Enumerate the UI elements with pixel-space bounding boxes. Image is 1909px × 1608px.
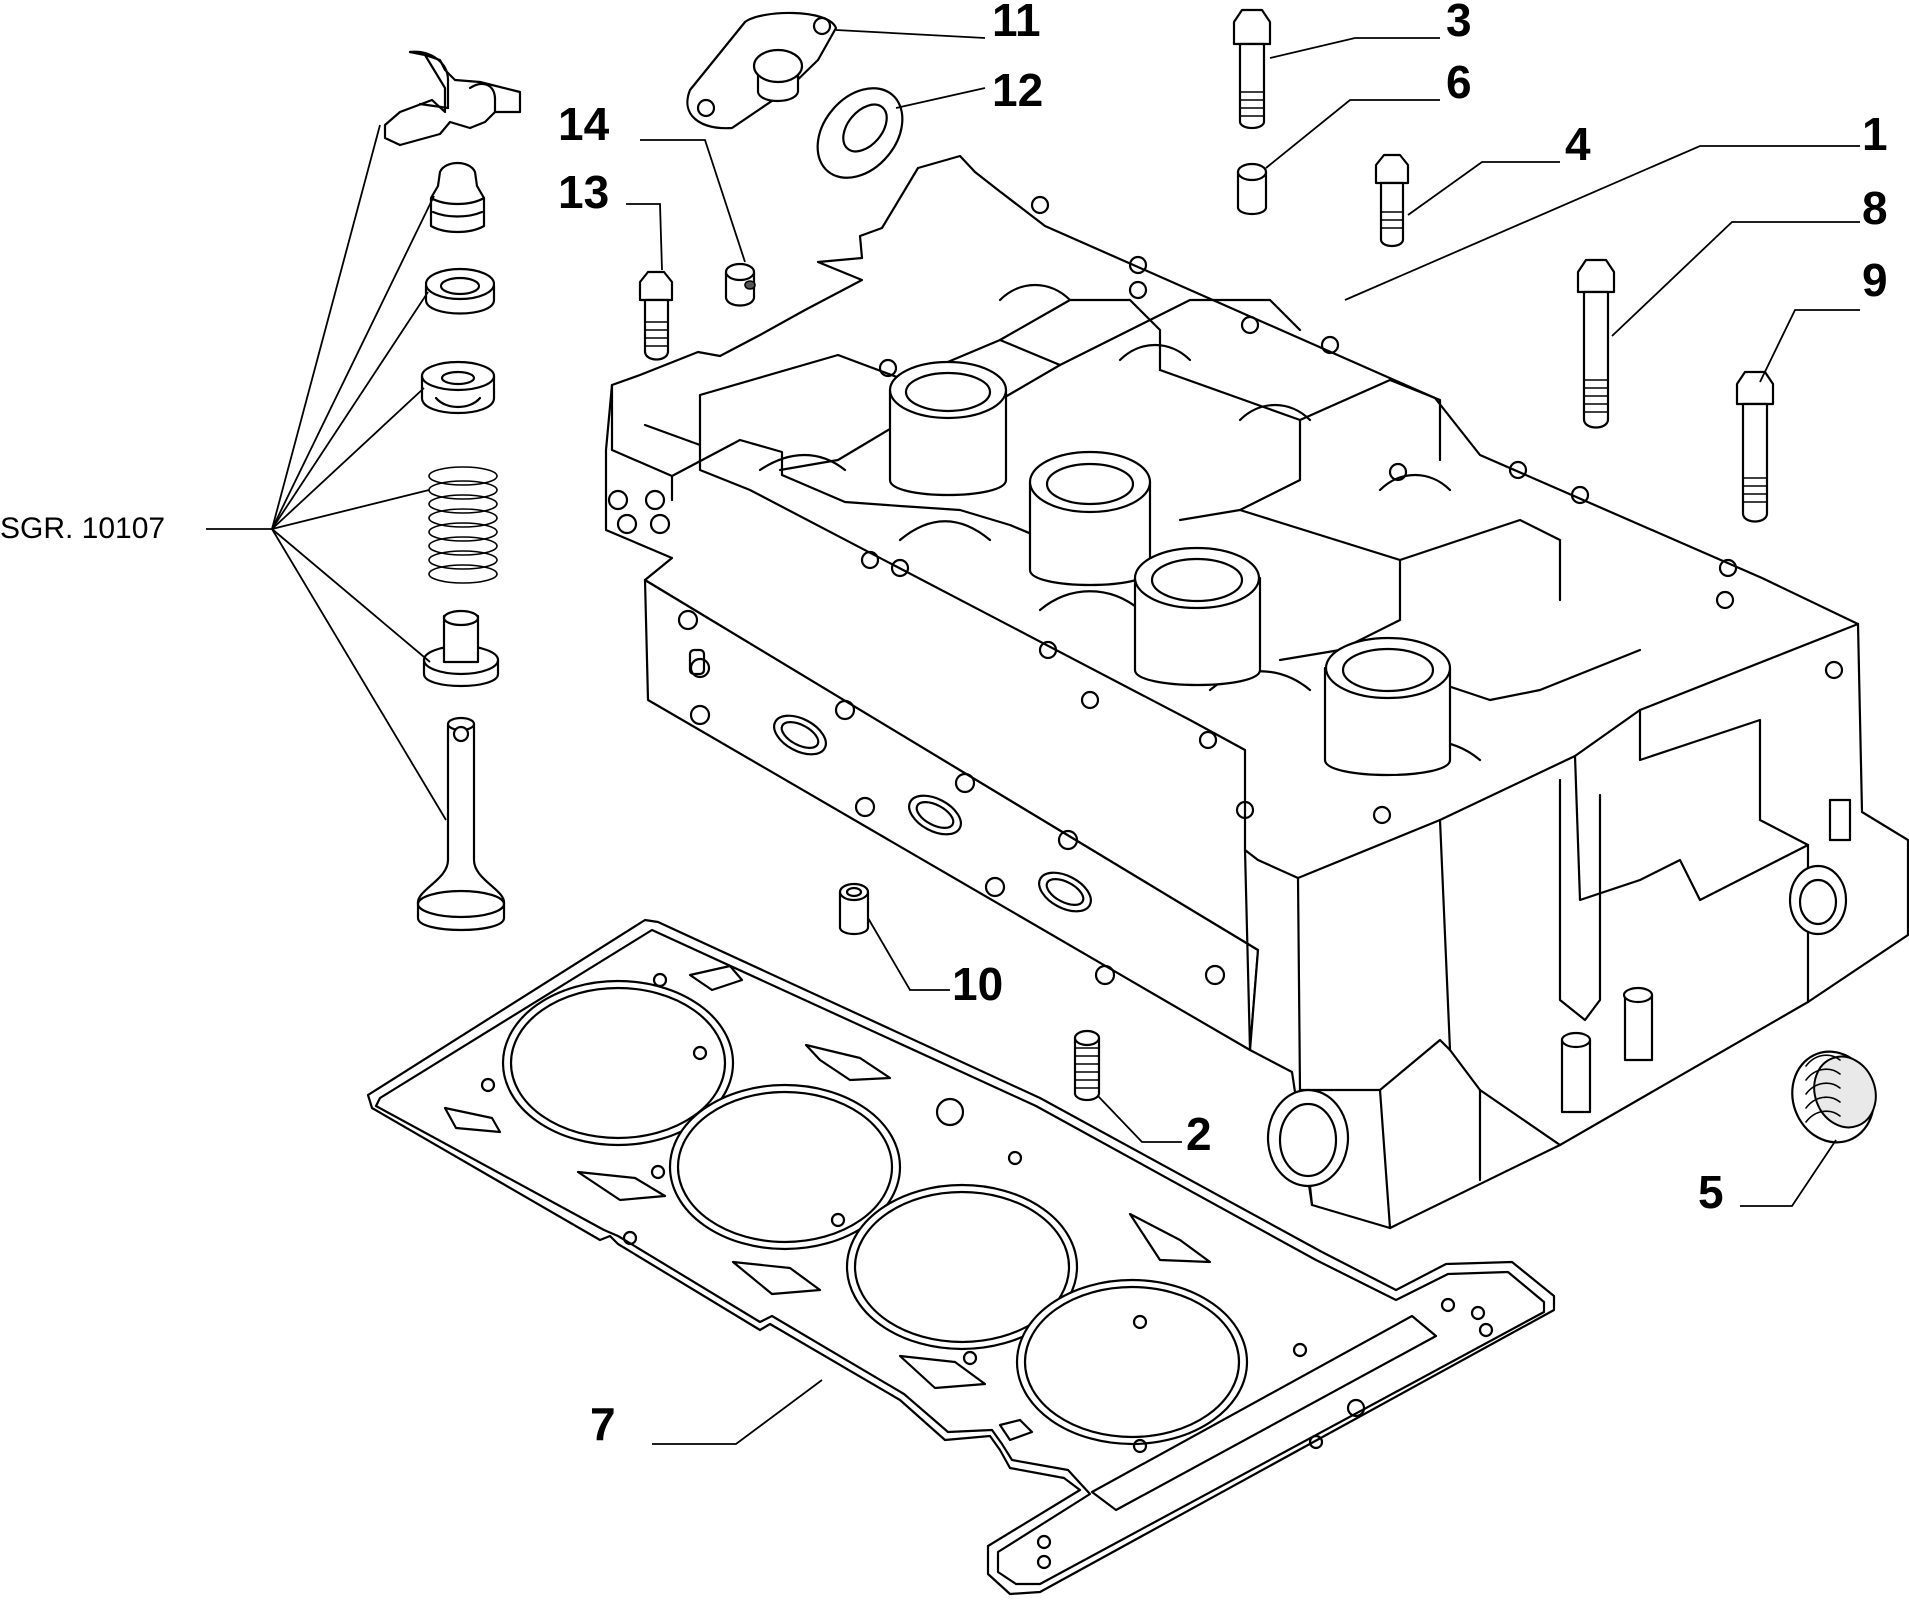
callout-8: 8	[1862, 182, 1888, 234]
insert-2-part	[1073, 1029, 1101, 1102]
callout-9: 9	[1862, 254, 1888, 306]
plug-tower-4	[1323, 636, 1452, 777]
bolt-9-part	[1735, 370, 1775, 523]
head-gasket-part	[366, 918, 1556, 1596]
valve-seal-part	[424, 267, 496, 315]
bolt-13-part	[638, 270, 674, 361]
rocker-finger-part	[383, 50, 522, 147]
threaded-plug-5-part	[1791, 1050, 1877, 1144]
callout-5: 5	[1698, 1166, 1724, 1218]
callout-11: 11	[992, 0, 1041, 46]
bolt-4-part	[1374, 153, 1410, 248]
plug-tower-2	[1028, 450, 1152, 587]
callout-6: 6	[1446, 56, 1472, 108]
plug-tower-1	[888, 360, 1008, 497]
valve-part	[416, 716, 506, 932]
dowel-6-part	[1236, 162, 1268, 216]
callout-12: 12	[992, 64, 1043, 116]
callout-1: 1	[1862, 108, 1888, 160]
callout-4: 4	[1565, 118, 1591, 170]
callout-2: 2	[1186, 1108, 1212, 1160]
cylinder-head-part	[604, 154, 1909, 1230]
leader-lines	[626, 29, 1860, 1445]
spring-retainer-part	[420, 360, 496, 414]
callout-7: 7	[590, 1398, 616, 1450]
valve-train-stack	[206, 50, 522, 932]
plug-14-part	[724, 262, 756, 307]
rear-dowels	[1560, 798, 1852, 1114]
rear-bore-plug	[1266, 1088, 1350, 1188]
bolt-8-part	[1576, 258, 1616, 429]
exhaust-port-openings	[677, 609, 1226, 986]
dowel-10-part	[838, 882, 870, 936]
callout-3: 3	[1446, 0, 1472, 46]
callout-14: 14	[558, 98, 610, 150]
callout-10: 10	[952, 958, 1003, 1010]
rear-boss-bore	[1788, 864, 1848, 936]
callout-13: 13	[558, 166, 609, 218]
seal-ring-part	[816, 87, 904, 179]
valve-spring-part	[428, 466, 498, 584]
tappet-part	[429, 161, 486, 234]
valve-guide-part	[422, 609, 500, 688]
deck-bolt-holes	[607, 195, 1844, 825]
bolt-3-part	[1232, 8, 1272, 130]
subgroup-reference: SGR. 10107	[0, 512, 165, 545]
plug-tower-3	[1133, 546, 1262, 687]
cover-flange-part	[686, 11, 838, 130]
